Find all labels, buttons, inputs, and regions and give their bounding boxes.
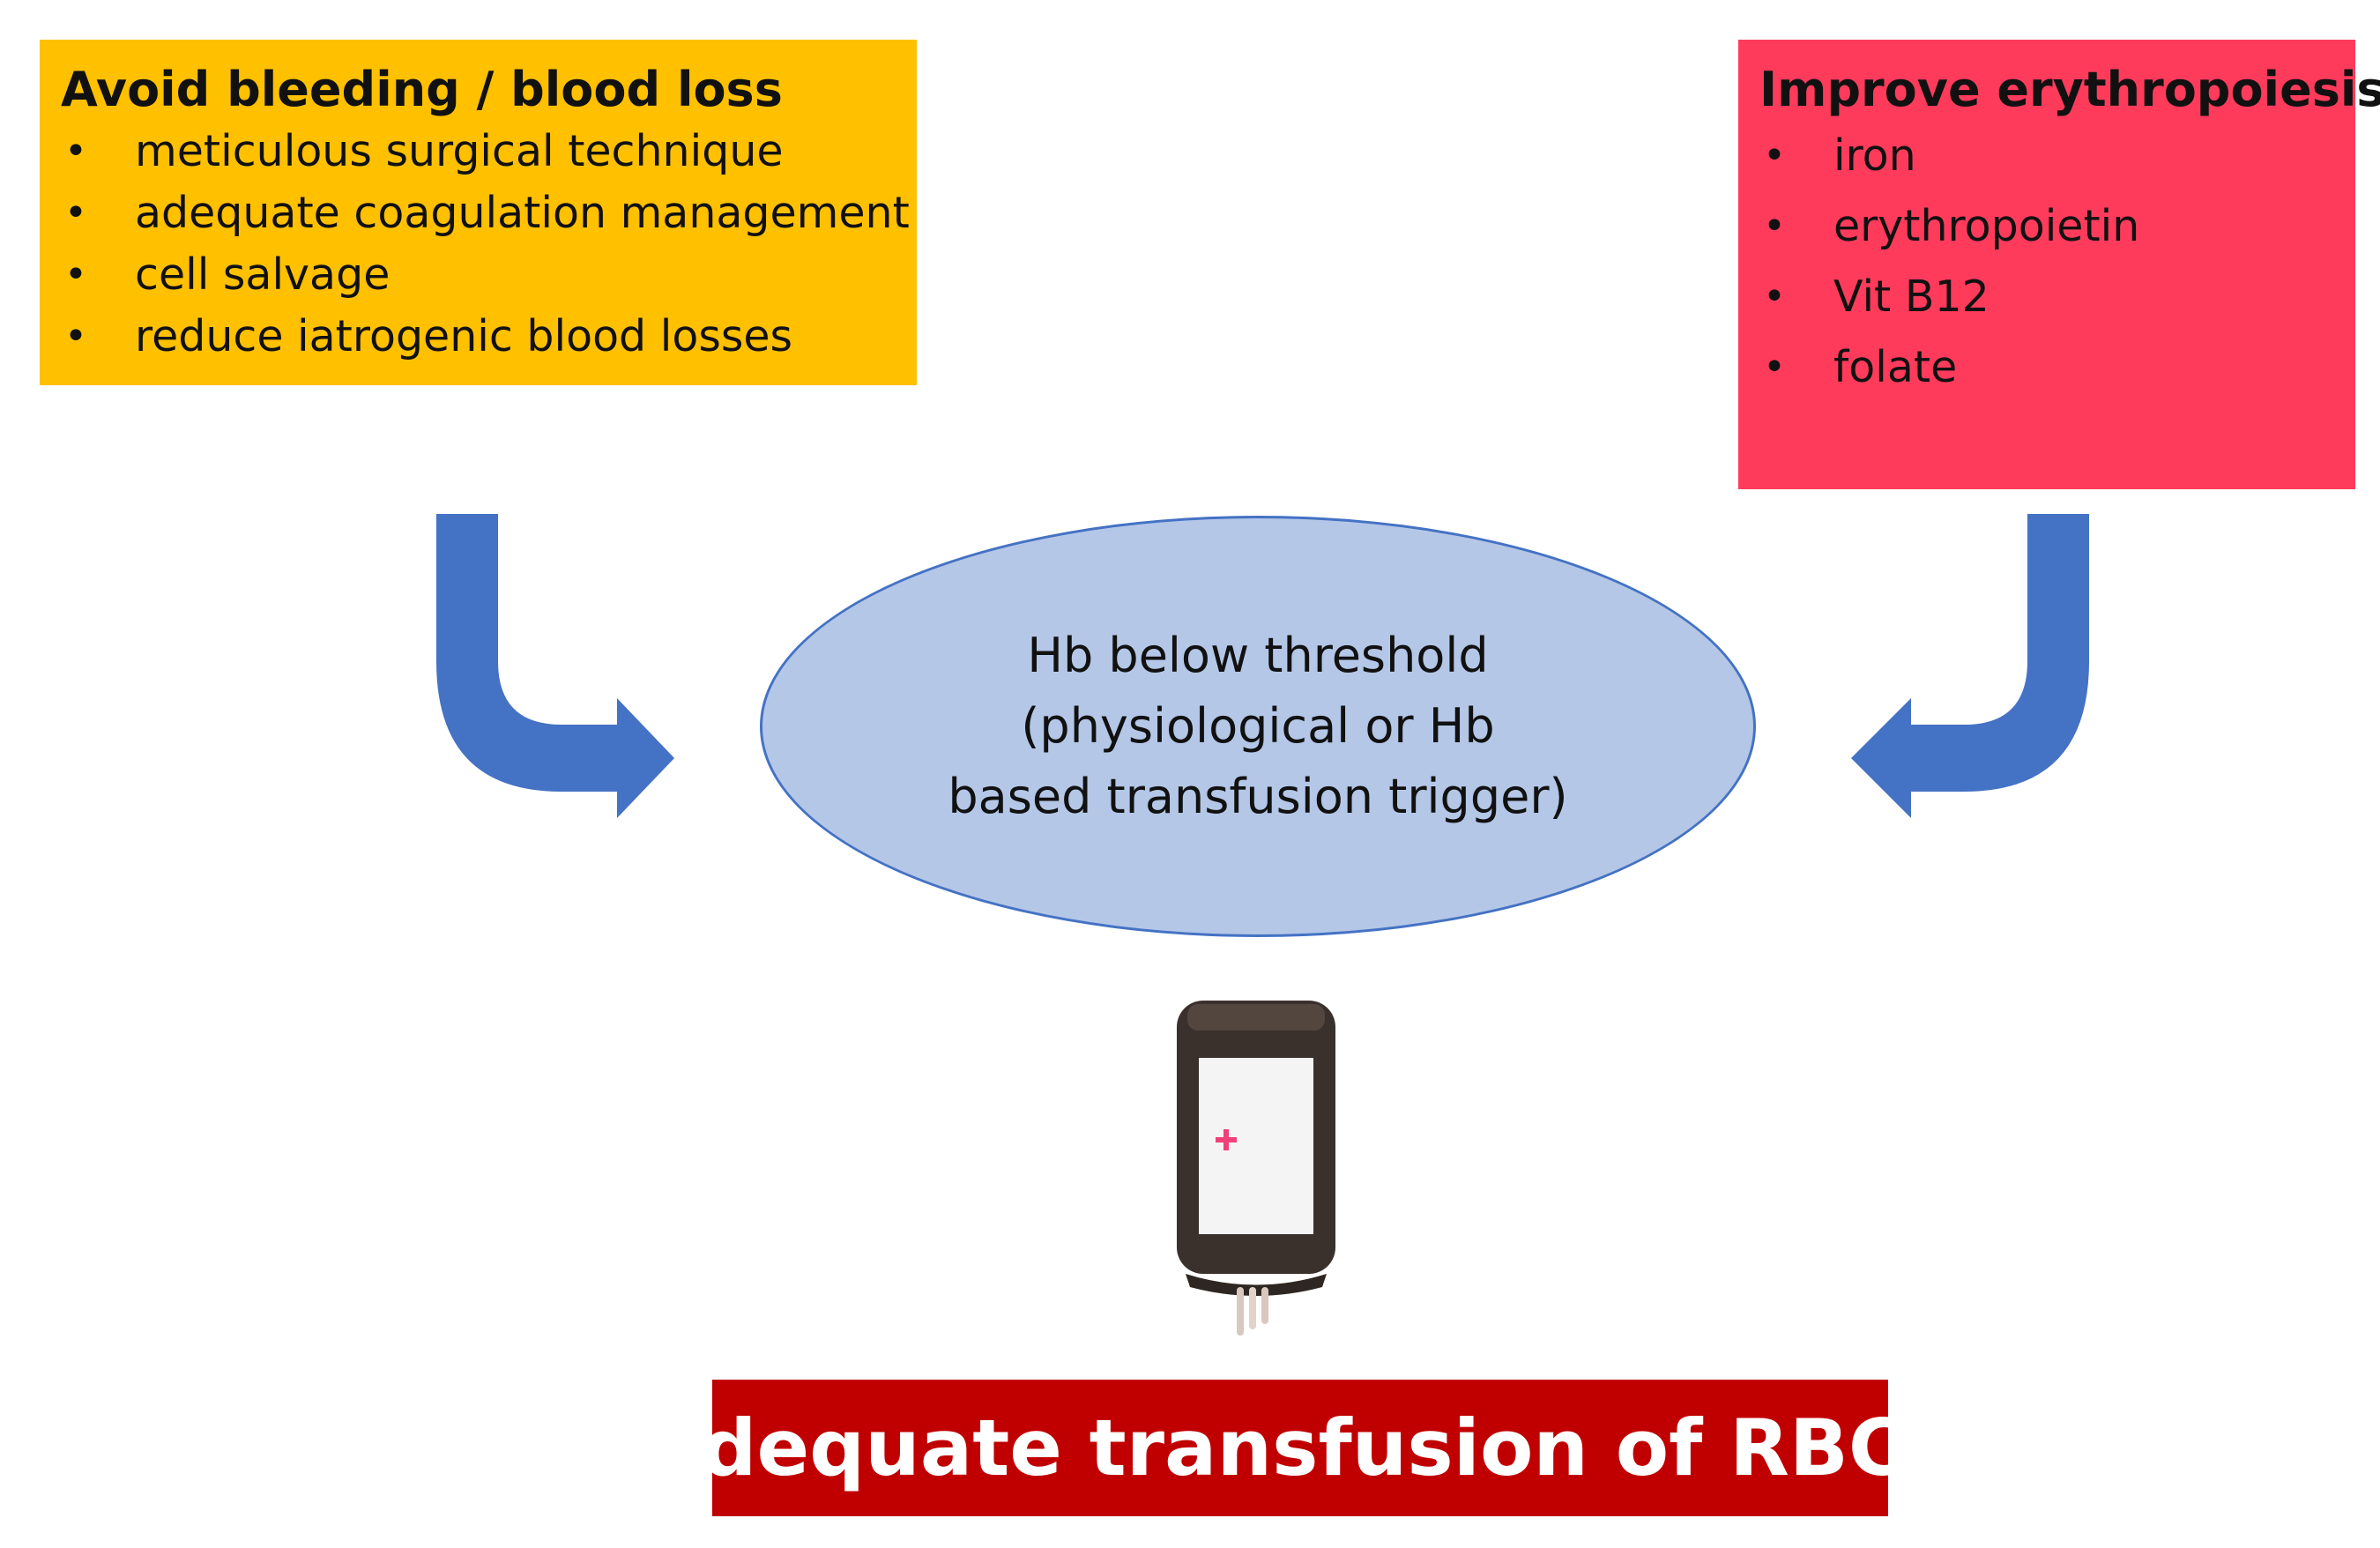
improve-erythropoiesis-box: Improve erythropoiesis •iron •erythropoi…: [1738, 40, 2380, 489]
bullet-icon: •: [64, 252, 87, 297]
bullet-icon: •: [64, 129, 87, 174]
ellipse-text-line: (physiological or Hb: [1021, 698, 1495, 754]
bullet-icon: •: [1763, 274, 1786, 319]
bullet-icon: •: [1763, 133, 1786, 178]
list-item: •folate: [1759, 332, 2334, 403]
hb-threshold-ellipse: Hb below threshold (physiological or Hb …: [760, 516, 1756, 937]
list-item: •cell salvage: [61, 244, 896, 306]
ellipse-text-line: Hb below threshold: [1027, 628, 1489, 683]
improve-erythropoiesis-list: •iron •erythropoietin •Vit B12 •folate: [1759, 121, 2334, 403]
result-banner: adequate transfusion of RBCs: [649, 1380, 1952, 1516]
avoid-bleeding-title: Avoid bleeding / blood loss: [61, 62, 783, 117]
list-item: •reduce iatrogenic blood losses: [61, 306, 896, 368]
bullet-icon: •: [64, 190, 87, 235]
bullet-icon: •: [64, 314, 87, 359]
curved-arrow-left-icon: [1851, 514, 2089, 818]
list-item: •adequate coagulation management: [61, 182, 910, 244]
bullet-icon: •: [1763, 345, 1786, 390]
avoid-bleeding-list: •meticulous surgical technique •adequate…: [61, 121, 910, 368]
curved-arrow-right-icon: [436, 514, 674, 818]
list-item: •iron: [1759, 121, 2334, 191]
bullet-icon: •: [1763, 204, 1786, 249]
ellipse-text-line: based transfusion trigger): [948, 769, 1568, 824]
list-item: •meticulous surgical technique: [61, 121, 896, 182]
avoid-bleeding-box: Avoid bleeding / blood loss •meticulous …: [40, 40, 917, 385]
list-item: •Vit B12: [1759, 262, 2334, 332]
blood-bag-icon: [1177, 1001, 1335, 1336]
improve-erythropoiesis-title: Improve erythropoiesis: [1759, 62, 2380, 117]
list-item: •erythropoietin: [1759, 191, 2334, 262]
